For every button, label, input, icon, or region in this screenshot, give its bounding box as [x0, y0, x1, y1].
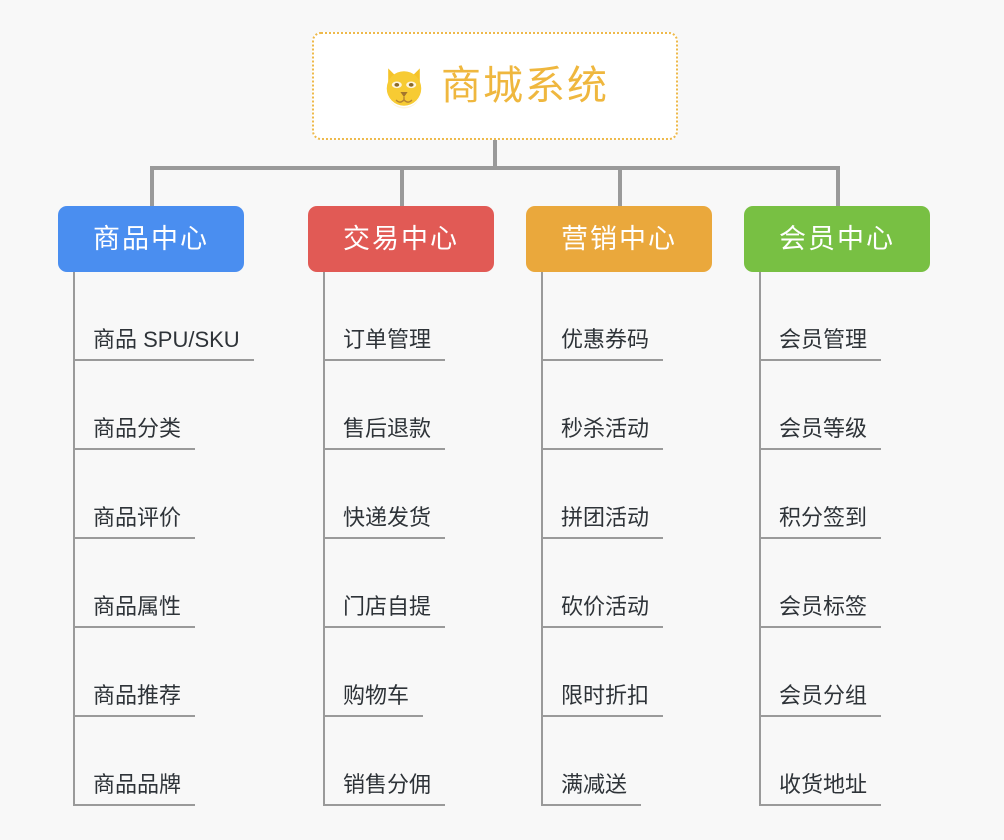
category-column-0: 商品中心 商品 SPU/SKU 商品分类商品评价商品属性商品推荐商品品牌 — [58, 206, 254, 806]
leaf-item[interactable]: 收货地址 — [759, 717, 930, 806]
leaf-item[interactable]: 会员管理 — [759, 272, 930, 361]
leaf-item-label: 门店自提 — [343, 594, 432, 619]
connector-horizontal-bus — [150, 166, 836, 170]
leaf-item-underline — [541, 359, 663, 361]
leaf-item[interactable]: 优惠券码 — [541, 272, 712, 361]
leaf-item[interactable]: 拼团活动 — [541, 450, 712, 539]
category-header-1[interactable]: 交易中心 — [308, 206, 494, 272]
leaf-item-underline — [73, 804, 195, 806]
leaf-item-underline — [323, 626, 445, 628]
root-title: 商城系统 — [441, 64, 609, 108]
leaf-item-label: 快递发货 — [343, 505, 432, 530]
connector-drop-3 — [836, 166, 840, 206]
leaf-item-underline — [759, 537, 881, 539]
leaf-item[interactable]: 商品评价 — [73, 450, 244, 539]
leaf-item[interactable]: 销售分佣 — [323, 717, 494, 806]
leaf-item-label: 砍价活动 — [561, 594, 650, 619]
category-header-2[interactable]: 营销中心 — [526, 206, 712, 272]
leaf-item[interactable]: 限时折扣 — [541, 628, 712, 717]
leaf-item[interactable]: 快递发货 — [323, 450, 494, 539]
leaf-item-underline — [541, 448, 663, 450]
leaf-item[interactable]: 会员等级 — [759, 361, 930, 450]
leaf-item-underline — [759, 359, 881, 361]
leaf-item[interactable]: 满减送 — [541, 717, 712, 806]
leaf-item-label: 订单管理 — [343, 327, 432, 352]
leaf-item-label: 会员管理 — [779, 327, 868, 352]
leaf-item-underline — [541, 715, 663, 717]
leaf-item-label: 商品 SPU/SKU — [93, 327, 240, 352]
leaf-item-underline — [541, 626, 663, 628]
leaf-item-label: 会员分组 — [779, 683, 868, 708]
category-header-0[interactable]: 商品中心 — [58, 206, 244, 272]
leaf-item-underline — [73, 715, 195, 717]
leaf-item-underline — [541, 804, 641, 806]
leaf-item-label: 购物车 — [343, 683, 410, 708]
leaf-item-underline — [323, 448, 445, 450]
leaf-item-label: 销售分佣 — [343, 772, 432, 797]
leaf-item-label: 售后退款 — [343, 416, 432, 441]
leaf-item-label: 满减送 — [561, 772, 628, 797]
root-node[interactable]: 商城系统 — [312, 32, 678, 140]
leaf-item-label: 商品推荐 — [93, 683, 182, 708]
leaf-item[interactable]: 商品属性 — [73, 539, 244, 628]
leaf-item-label: 商品评价 — [93, 505, 182, 530]
leaf-list-3: 会员管理会员等级积分签到会员标签会员分组收货地址 — [759, 272, 930, 806]
category-column-1: 交易中心 订单管理售后退款快递发货门店自提购物车销售分佣 — [308, 206, 494, 806]
leaf-item-underline — [759, 804, 881, 806]
leaf-item-label: 商品属性 — [93, 594, 182, 619]
leaf-item[interactable]: 积分签到 — [759, 450, 930, 539]
category-label-3: 会员中心 — [779, 223, 895, 254]
leaf-item[interactable]: 商品分类 — [73, 361, 244, 450]
leaf-item-label: 收货地址 — [779, 772, 868, 797]
leaf-item-underline — [323, 804, 445, 806]
category-column-3: 会员中心 会员管理会员等级积分签到会员标签会员分组收货地址 — [744, 206, 930, 806]
connector-drop-2 — [618, 166, 622, 206]
connector-drop-0 — [150, 166, 154, 206]
category-label-0: 商品中心 — [93, 223, 209, 254]
leaf-item[interactable]: 会员分组 — [759, 628, 930, 717]
leaf-item-underline — [73, 448, 195, 450]
leaf-item-label: 拼团活动 — [561, 505, 650, 530]
leaf-item-label: 会员等级 — [779, 416, 868, 441]
leaf-item-label: 秒杀活动 — [561, 416, 650, 441]
leaf-item-underline — [323, 537, 445, 539]
category-label-2: 营销中心 — [561, 223, 677, 254]
leaf-item-underline — [759, 626, 881, 628]
dog-face-icon — [386, 68, 422, 109]
leaf-item[interactable]: 商品推荐 — [73, 628, 244, 717]
leaf-item-underline — [759, 448, 881, 450]
connector-root-stub — [493, 140, 497, 170]
leaf-item-underline — [323, 359, 445, 361]
leaf-item-underline — [73, 626, 195, 628]
connector-drop-1 — [400, 166, 404, 206]
leaf-list-0: 商品 SPU/SKU 商品分类商品评价商品属性商品推荐商品品牌 — [73, 272, 254, 806]
leaf-item-label: 优惠券码 — [561, 327, 650, 352]
leaf-item[interactable]: 会员标签 — [759, 539, 930, 628]
leaf-item-label: 限时折扣 — [561, 683, 650, 708]
leaf-list-2: 优惠券码秒杀活动拼团活动砍价活动限时折扣满减送 — [541, 272, 712, 806]
leaf-item[interactable]: 订单管理 — [323, 272, 494, 361]
leaf-item[interactable]: 砍价活动 — [541, 539, 712, 628]
category-header-3[interactable]: 会员中心 — [744, 206, 930, 272]
leaf-item[interactable]: 商品品牌 — [73, 717, 244, 806]
leaf-item-underline — [323, 715, 423, 717]
leaf-item[interactable]: 购物车 — [323, 628, 494, 717]
leaf-item-label: 会员标签 — [779, 594, 868, 619]
leaf-item-underline — [73, 359, 254, 361]
category-column-2: 营销中心 优惠券码秒杀活动拼团活动砍价活动限时折扣满减送 — [526, 206, 712, 806]
leaf-item[interactable]: 商品 SPU/SKU — [73, 272, 254, 361]
leaf-item[interactable]: 秒杀活动 — [541, 361, 712, 450]
leaf-item-label: 商品分类 — [93, 416, 182, 441]
leaf-item-label: 积分签到 — [779, 505, 868, 530]
leaf-item[interactable]: 门店自提 — [323, 539, 494, 628]
leaf-item[interactable]: 售后退款 — [323, 361, 494, 450]
leaf-item-label: 商品品牌 — [93, 772, 182, 797]
leaf-item-underline — [759, 715, 881, 717]
category-label-1: 交易中心 — [343, 223, 459, 254]
leaf-item-underline — [73, 537, 195, 539]
leaf-list-1: 订单管理售后退款快递发货门店自提购物车销售分佣 — [323, 272, 494, 806]
leaf-item-underline — [541, 537, 663, 539]
